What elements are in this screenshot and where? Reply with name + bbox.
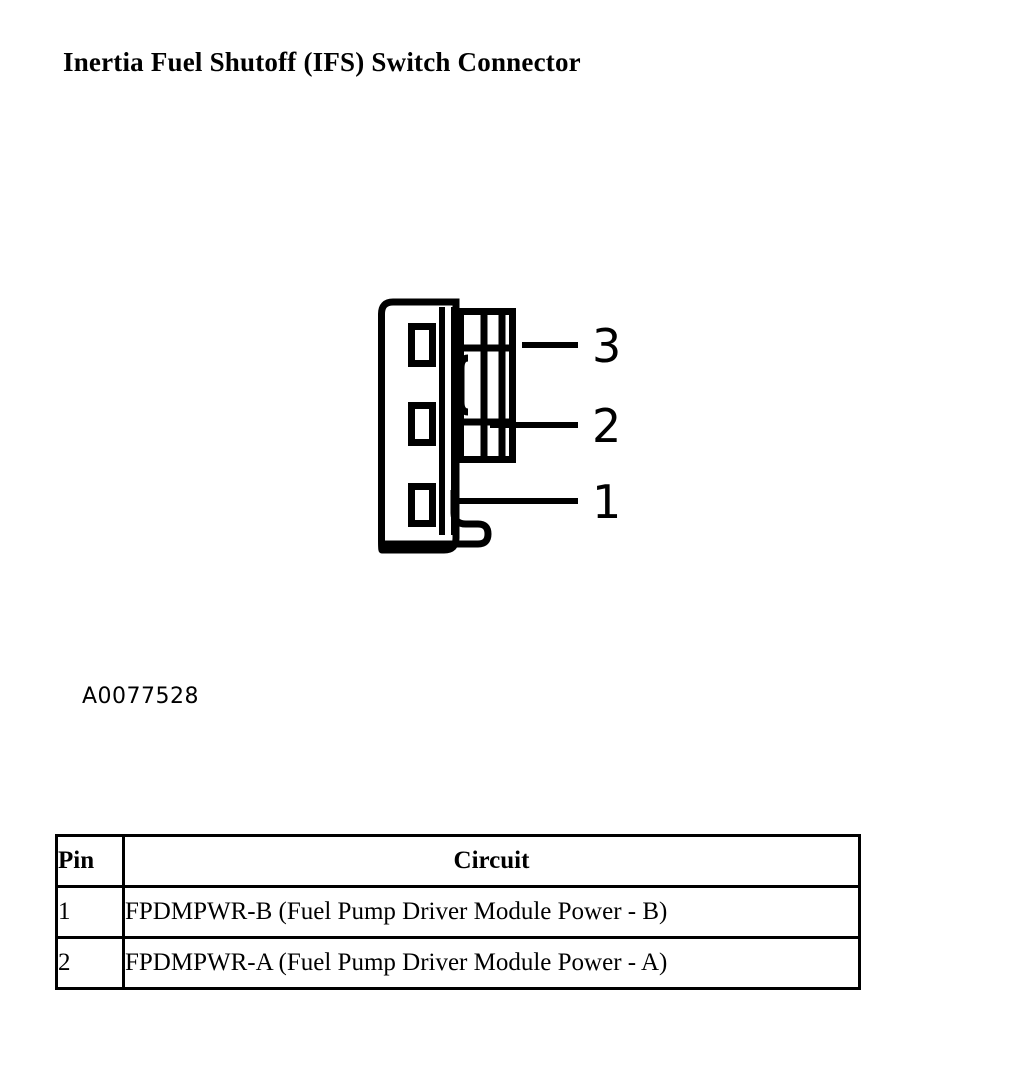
pin-label-2: 2 <box>592 399 621 453</box>
connector-diagram: 3 2 1 <box>360 285 650 570</box>
pin-leader-lines <box>456 342 578 504</box>
page-title: Inertia Fuel Shutoff (IFS) Switch Connec… <box>63 47 581 77</box>
pin-number-labels: 3 2 1 <box>592 319 621 529</box>
cell-pin: 2 <box>55 936 125 990</box>
latch-frame <box>457 308 516 463</box>
pin-label-1: 1 <box>592 475 621 529</box>
lower-hook <box>382 490 492 548</box>
part-number-label: A0077528 <box>82 684 200 709</box>
cell-circuit: FPDMPWR-B (Fuel Pump Driver Module Power… <box>122 885 861 939</box>
column-header-pin: Pin <box>55 834 125 888</box>
pin-circuit-table: Pin Circuit 1 FPDMPWR-B (Fuel Pump Drive… <box>55 834 861 990</box>
connector-drawing: 3 2 1 <box>378 298 621 554</box>
pin-label-3: 3 <box>592 319 621 373</box>
cell-circuit: FPDMPWR-A (Fuel Pump Driver Module Power… <box>122 936 861 990</box>
terminal-slots <box>408 323 436 527</box>
table-row: 1 FPDMPWR-B (Fuel Pump Driver Module Pow… <box>55 885 861 939</box>
table-header-row: Pin Circuit <box>55 834 861 888</box>
cell-pin: 1 <box>55 885 125 939</box>
table-header: Pin Circuit <box>55 834 861 888</box>
column-header-circuit: Circuit <box>122 834 861 888</box>
table-body: 1 FPDMPWR-B (Fuel Pump Driver Module Pow… <box>55 885 861 990</box>
table-row: 2 FPDMPWR-A (Fuel Pump Driver Module Pow… <box>55 936 861 990</box>
